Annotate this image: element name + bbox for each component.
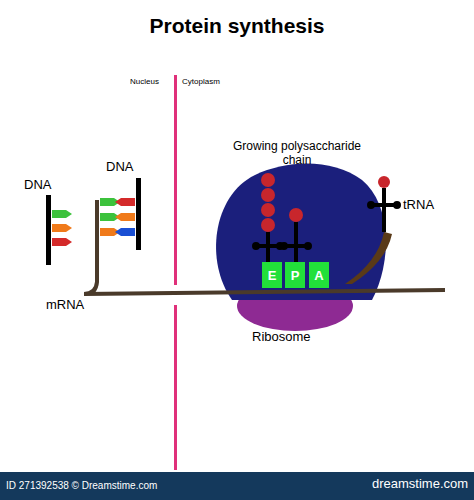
amino-acid-chain	[261, 173, 390, 232]
trna-symbol	[369, 188, 399, 232]
chain-label: Growing polysaccharide chain	[222, 140, 372, 168]
region-label: Cytoplasm	[182, 77, 220, 86]
nucleotide-arrows	[52, 210, 72, 246]
region-label: Nucleus	[130, 77, 159, 86]
title-text: Protein synthesis	[0, 14, 474, 38]
ribosome-site: A	[309, 262, 329, 288]
membrane-line	[174, 75, 177, 285]
ribosome-site: P	[285, 262, 305, 288]
dna-label: DNA	[106, 160, 133, 175]
site-letter: A	[314, 268, 323, 283]
site-letter: P	[291, 268, 300, 283]
nucleotide-arrows	[100, 198, 135, 236]
watermark-id: ID 271392538 © Dreamstime.com	[6, 480, 157, 492]
dna-strand	[46, 195, 51, 265]
trna-symbol	[254, 222, 310, 262]
footer-bar	[0, 472, 474, 500]
ribosome-site: E	[262, 262, 282, 288]
ribosome-label: Ribosome	[252, 330, 311, 345]
watermark-logo: dreamstime.com	[372, 477, 468, 492]
dna-label: DNA	[24, 178, 51, 193]
mrna-label: mRNA	[46, 298, 84, 313]
membrane-line	[174, 305, 177, 470]
dna-strand	[136, 178, 141, 250]
large-subunit	[216, 164, 386, 300]
trna-tail	[345, 232, 392, 284]
site-letter: E	[268, 268, 277, 283]
mrna-strand	[84, 200, 445, 294]
trna-label: tRNA	[403, 198, 434, 213]
